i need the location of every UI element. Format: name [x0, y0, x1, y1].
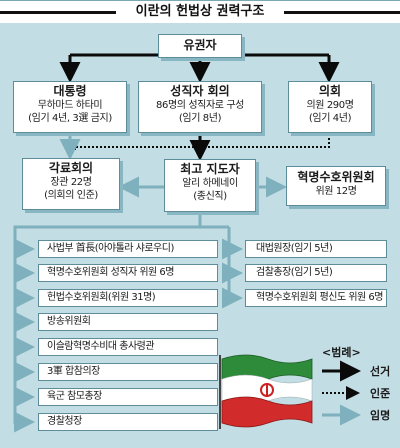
appointment-lines [13, 134, 287, 433]
node-supreme-leader-detail: 알리 하메네이 [182, 178, 238, 189]
appointee-army-chief: 육군 참모총장 [38, 388, 218, 406]
node-supreme-leader-term: (종신직) [193, 191, 227, 202]
title-rule-left [0, 11, 116, 14]
page-title: 이란의 헌법상 권력구조 [135, 4, 265, 19]
appointee-joint-chiefs: 3軍 합참의장 [38, 363, 218, 381]
legend-election-label: 선거 [370, 365, 391, 378]
node-supreme-leader: 최고 지도자 알리 하메네이 (종신직) [164, 159, 256, 212]
node-cabinet-label: 각료회의 [48, 161, 94, 175]
node-guardian-council-label: 혁명수호위원회 [297, 170, 375, 184]
node-president-label: 대통령 [53, 84, 87, 98]
node-electorate-label: 유권자 [183, 38, 217, 52]
node-president-term: (임기 4년, 3選 금지) [28, 113, 112, 124]
node-cabinet-detail: 장관 22명 [50, 177, 92, 188]
node-parliament-label: 의회 [318, 84, 342, 98]
appointee-chief-justice: 대법원장(임기 5년) [245, 240, 387, 258]
node-guardian-council-detail: 위원 12명 [315, 186, 357, 197]
appointee-broadcasting: 방송위원회 [38, 313, 218, 331]
appointee-guardian-clerics: 혁명수호위원회 성직자 위원 6명 [38, 264, 218, 282]
node-electorate: 유권자 [158, 34, 242, 58]
node-experts-label: 성직자 회의 [170, 84, 230, 98]
node-parliament-detail: 의원 290명 [306, 100, 354, 111]
node-supreme-leader-label: 최고 지도자 [180, 162, 240, 176]
node-president-detail: 무하마드 하타미 [37, 100, 103, 111]
node-cabinet: 각료회의 장관 22명 (의회의 인준) [22, 158, 120, 210]
legend-samples [322, 360, 361, 426]
appointee-police-chief: 경찰청장 [38, 413, 218, 431]
node-parliament: 의회 의원 290명 (임기 4년) [288, 81, 372, 133]
appointee-irgc-commander: 이슬람혁명수비대 총사령관 [38, 338, 218, 356]
appointee-guardian-laypeople: 혁명수호위원회 평신도 위원 6명 [245, 289, 387, 307]
title-bar: 이란의 헌법상 권력구조 [0, 1, 400, 23]
node-cabinet-confirmation: (의회의 인준) [44, 190, 98, 201]
iran-flag-icon [219, 354, 313, 429]
node-parliament-term: (임기 4년) [308, 113, 352, 124]
node-guardian-council: 혁명수호위원회 위원 12명 [286, 166, 386, 206]
title-rule-right [284, 11, 400, 14]
node-experts: 성직자 회의 86명의 성직자로 구성 (임기 8년) [138, 81, 262, 133]
appointee-prosecutor-general: 검찰총장(임기 5년) [245, 264, 387, 282]
node-experts-detail: 86명의 성직자로 구성 [156, 100, 244, 111]
legend-appointment-label: 임명 [370, 409, 391, 422]
confirmation-lines [74, 134, 330, 151]
node-president: 대통령 무하마드 하타미 (임기 4년, 3選 금지) [13, 81, 127, 133]
appointee-constitution-council: 헌법수호위원회(위원 31명) [38, 289, 218, 307]
node-experts-term: (임기 8년) [178, 113, 222, 124]
appointee-judiciary-head: 사법부 首長(아야톨라 샤로우디) [38, 240, 218, 258]
legend-title: <범례> [322, 346, 361, 359]
legend-confirmation-label: 인준 [370, 387, 391, 400]
